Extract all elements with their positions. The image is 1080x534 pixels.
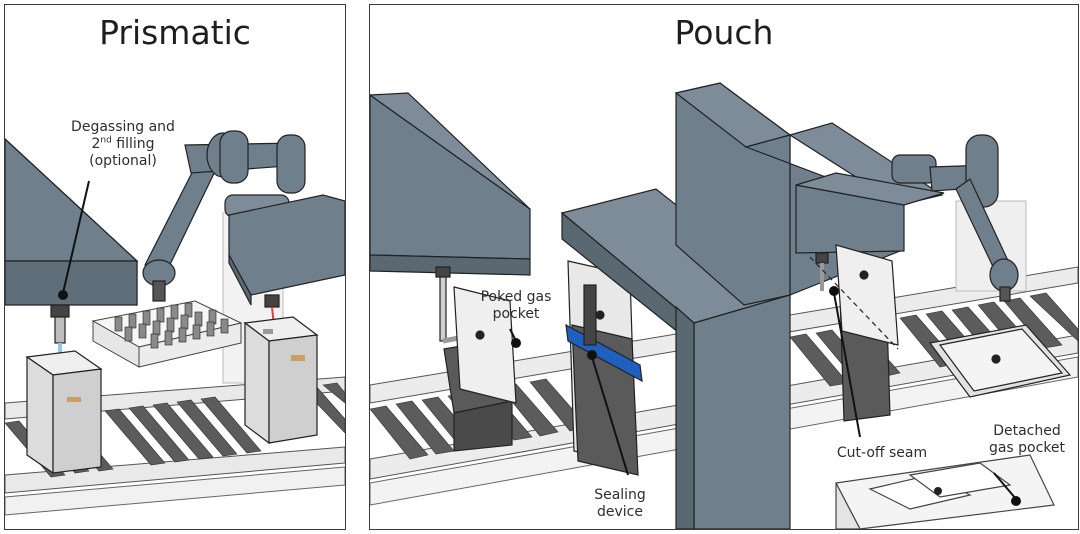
pouch-title: Pouch xyxy=(674,13,774,52)
ordinal-suffix: nd xyxy=(100,135,112,146)
sealing-station xyxy=(565,260,643,476)
can-tray xyxy=(91,300,243,368)
prismatic-scene xyxy=(5,130,345,516)
waste-bin xyxy=(835,454,1055,529)
pouch-cell-right xyxy=(809,244,899,422)
ordinal-number: 2 xyxy=(91,136,101,152)
laser-station-beam xyxy=(228,194,345,342)
poked-gas-pocket-label: Poked gas pocket xyxy=(476,289,556,323)
prismatic-cell-left xyxy=(25,350,103,475)
degassing-label-line-3: (optional) xyxy=(89,153,157,169)
degassing-label-line-2: 2nd filling xyxy=(63,136,183,153)
sealing-label-line-1: Sealing xyxy=(594,487,646,503)
prismatic-title: Prismatic xyxy=(99,13,251,52)
cut-off-label-line-1: Cut-off seam xyxy=(836,445,928,461)
degassing-station-beam xyxy=(5,138,139,365)
degassing-label: Degassing and 2nd filling (optional) xyxy=(63,119,183,170)
sealing-label-line-2: device xyxy=(597,504,643,520)
prismatic-cell-right xyxy=(243,316,319,445)
callout-degassing xyxy=(58,180,90,300)
detached-label-line-2: gas pocket xyxy=(988,440,1066,456)
pouch-cell-left xyxy=(443,286,517,452)
poked-label-line-2: pocket xyxy=(492,306,540,322)
filling-word: filling xyxy=(116,136,155,152)
callout-lines xyxy=(509,286,1021,506)
degassing-label-line-1: Degassing and xyxy=(71,119,175,135)
sealing-device-label: Sealing device xyxy=(580,487,660,521)
gas-poke-beam xyxy=(370,92,531,344)
detached-pocket-piece xyxy=(928,324,1072,398)
robot-arm xyxy=(142,130,306,302)
cut-off-seam-label: Cut-off seam xyxy=(830,445,934,462)
pouch-panel: Pouch Poked gas pocket Sealing device Cu… xyxy=(369,4,1079,530)
prismatic-panel: Prismatic Degassing and 2nd filling (opt… xyxy=(4,4,346,530)
poked-label-line-1: Poked gas xyxy=(480,289,552,305)
robot-arm-right xyxy=(891,134,1019,302)
cutting-station-beam xyxy=(795,172,945,291)
detached-gas-pocket-label: Detached gas pocket xyxy=(984,423,1070,457)
detached-label-line-1: Detached xyxy=(993,423,1061,439)
pouch-scene xyxy=(370,82,1078,529)
